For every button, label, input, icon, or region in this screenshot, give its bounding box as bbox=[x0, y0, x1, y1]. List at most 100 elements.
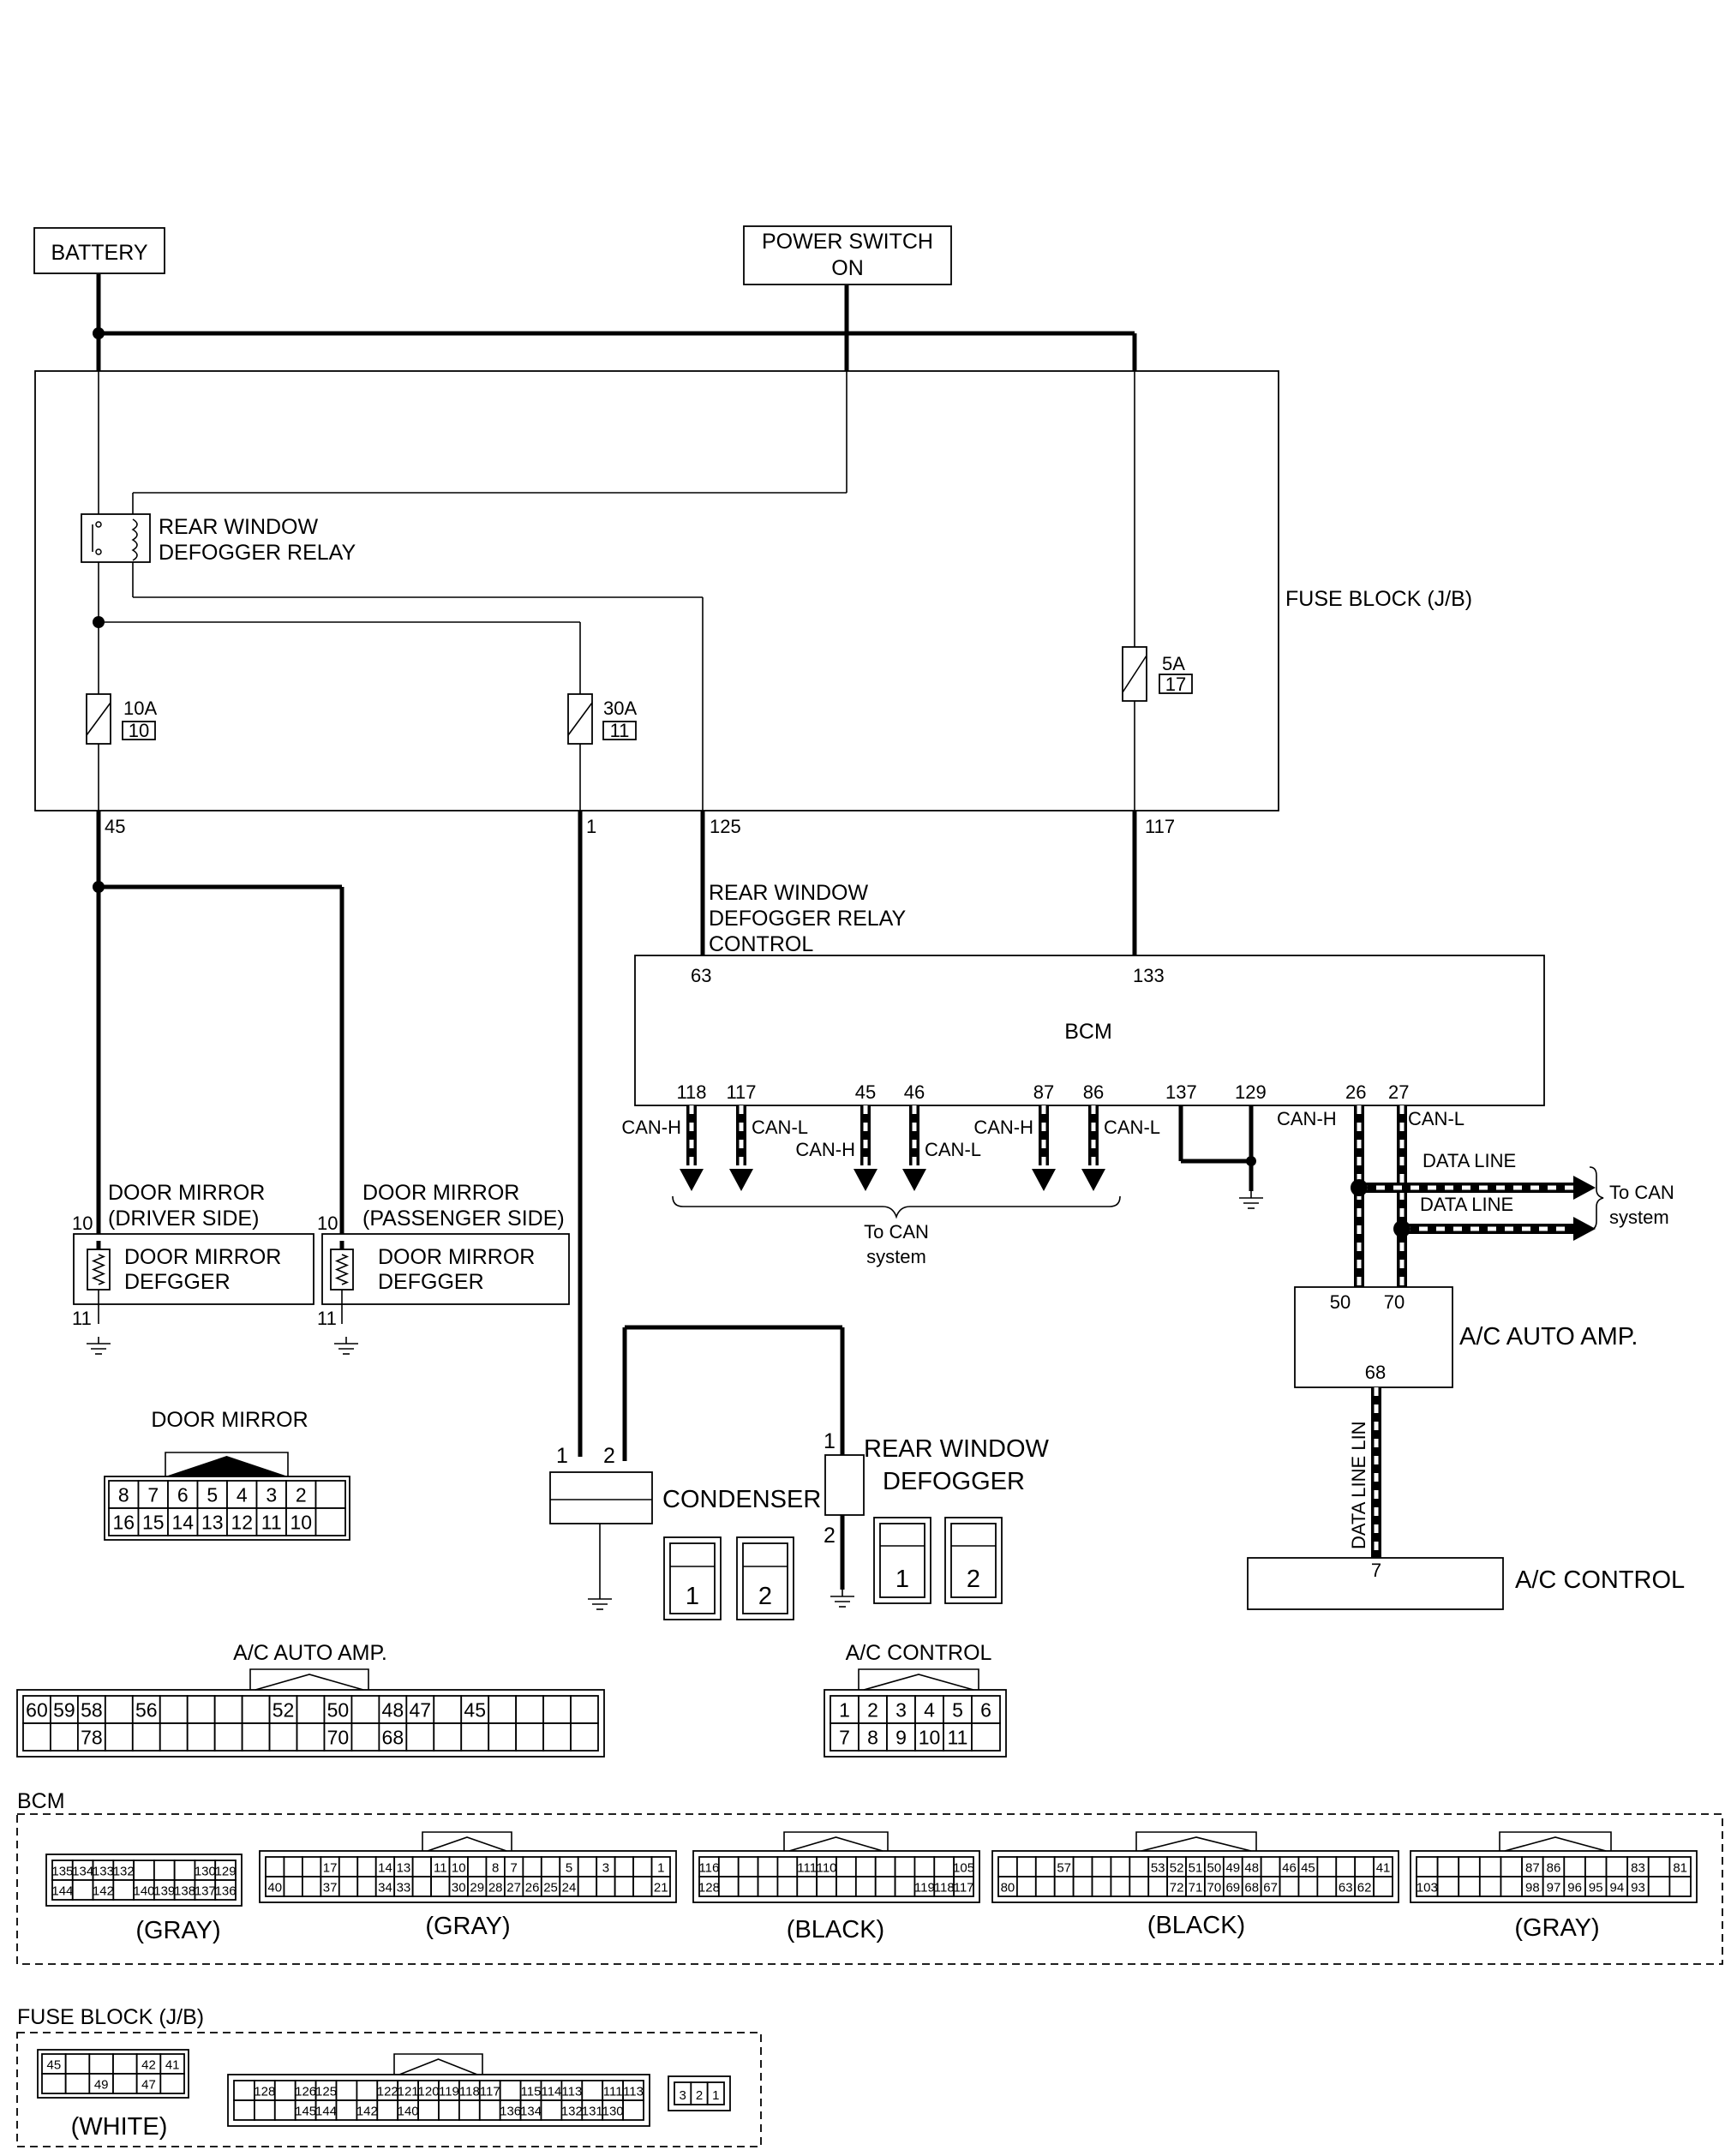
connector-pin: 3 bbox=[679, 2088, 686, 2103]
fuse-5a bbox=[1122, 646, 1147, 702]
connector-pin: 5 bbox=[952, 1698, 963, 1721]
dm-driver-body-2: DEFGGER bbox=[124, 1270, 231, 1294]
fuse-block-internal-wiring bbox=[93, 371, 1135, 811]
connector-pin: 3 bbox=[266, 1483, 277, 1506]
connector-pin: 120 bbox=[418, 2084, 440, 2099]
ground-icon bbox=[1239, 1191, 1263, 1209]
connector-pin: 47 bbox=[410, 1698, 432, 1721]
connector-pin: 81 bbox=[1673, 1860, 1687, 1875]
connector-pin: 11 bbox=[434, 1860, 447, 1875]
bcm-can-pin-number: 87 bbox=[1033, 1081, 1054, 1103]
conn-ac-control-title: A/C CONTROL bbox=[846, 1641, 992, 1665]
bcm-can-pin-label: CAN-L bbox=[925, 1139, 981, 1160]
connector-pin: 72 bbox=[1170, 1880, 1184, 1895]
power-switch-box bbox=[743, 225, 952, 285]
connector-pin: 15 bbox=[142, 1511, 165, 1533]
bcm-can-pin-number: 86 bbox=[1083, 1081, 1104, 1103]
bcm-can-pin-label: CAN-L bbox=[752, 1117, 808, 1138]
connector-pin: 126 bbox=[295, 2084, 316, 2099]
connector-pin: 67 bbox=[1263, 1880, 1278, 1895]
fuse-block-outline bbox=[34, 370, 1279, 811]
connector-pin: 8 bbox=[118, 1483, 129, 1506]
bcm-to-can-1: To CAN bbox=[864, 1221, 929, 1243]
connector-pin: 1 bbox=[712, 2088, 719, 2103]
connector-pin: 130 bbox=[602, 2104, 624, 2118]
connector-pin: 2 bbox=[296, 1483, 307, 1506]
connector-pin: 138 bbox=[174, 1884, 195, 1898]
ground-icon bbox=[87, 1337, 111, 1355]
ac-amp-pin-70: 70 bbox=[1384, 1291, 1405, 1313]
connector-pin: 52 bbox=[1170, 1860, 1184, 1875]
connector-pin: 122 bbox=[377, 2084, 398, 2099]
connector-pin: 41 bbox=[165, 2057, 180, 2072]
power-switch-label: POWER SWITCH bbox=[762, 230, 933, 254]
connector-pin: 118 bbox=[459, 2084, 480, 2099]
fuse-connector-panel bbox=[16, 2032, 762, 2147]
conn-fuse-title: FUSE BLOCK (J/B) bbox=[17, 2005, 204, 2029]
connector-pin: 137 bbox=[195, 1884, 216, 1898]
ac-auto-amp-label: A/C AUTO AMP. bbox=[1459, 1323, 1638, 1350]
bcm-connector-panel bbox=[16, 1813, 1723, 1965]
relay-control-2: DEFOGGER RELAY bbox=[709, 907, 906, 931]
connector-pin: 94 bbox=[1610, 1880, 1625, 1895]
bcm-to-can-2: system bbox=[866, 1246, 926, 1267]
connector-pin: 70 bbox=[327, 1726, 350, 1748]
battery-label: BATTERY bbox=[51, 241, 148, 265]
connector-pin: 113 bbox=[561, 2084, 582, 2099]
data-line-wires bbox=[1351, 1105, 1596, 1287]
bcm-can-pin-label: CAN-H bbox=[621, 1117, 681, 1138]
connector-pin: 132 bbox=[561, 2104, 583, 2118]
connector-pin: 13 bbox=[201, 1511, 224, 1533]
connector-pin: 7 bbox=[839, 1726, 850, 1748]
connector-pin: 48 bbox=[1244, 1860, 1259, 1875]
connector-pin: 11 bbox=[948, 1726, 968, 1748]
defogger-label-2: DEFOGGER bbox=[883, 1468, 1025, 1495]
connector-pin: 9 bbox=[895, 1726, 907, 1748]
condenser-wires bbox=[622, 1325, 845, 1461]
data-line-lin-label: DATA LINE LIN bbox=[1348, 1421, 1369, 1549]
bcm-can-pin-number: 45 bbox=[855, 1081, 876, 1103]
connector-pin: 48 bbox=[382, 1698, 404, 1721]
connector-pin: 1 bbox=[895, 1566, 909, 1593]
connector-pin: 59 bbox=[53, 1698, 75, 1721]
connector-pin: 24 bbox=[562, 1880, 577, 1895]
bcm-pin-129: 129 bbox=[1235, 1081, 1267, 1103]
connector-pin: 78 bbox=[81, 1726, 103, 1748]
connector-pin: 51 bbox=[1189, 1860, 1203, 1875]
connector-pin: 116 bbox=[698, 1860, 719, 1875]
connector-pin: 1 bbox=[839, 1698, 850, 1721]
connector-pin: 62 bbox=[1357, 1880, 1372, 1895]
conn-door-mirror-title: DOOR MIRROR bbox=[151, 1408, 308, 1432]
fuse-30a-number-box bbox=[602, 721, 637, 740]
connector-pin: 63 bbox=[1339, 1880, 1353, 1895]
connector-pin: 111 bbox=[797, 1860, 817, 1875]
connector-pin: 117 bbox=[480, 2084, 500, 2099]
bcm-can-brace bbox=[672, 1195, 1121, 1219]
condenser-label: CONDENSER bbox=[662, 1486, 821, 1513]
conn-bcm-color-2: (GRAY) bbox=[425, 1913, 510, 1940]
connector-pin: 16 bbox=[112, 1511, 135, 1533]
bcm-can-pin-label: CAN-H bbox=[973, 1117, 1033, 1138]
fuse-pin-125: 125 bbox=[710, 816, 741, 837]
ground-symbols bbox=[87, 1337, 854, 1610]
connector-pin: 10 bbox=[919, 1726, 941, 1748]
connector-pin: 140 bbox=[398, 2104, 419, 2118]
data-line-brace bbox=[1589, 1166, 1604, 1231]
connector-pin: 133 bbox=[93, 1864, 114, 1878]
bcm-can-pin-number: 117 bbox=[726, 1081, 756, 1103]
conn-bcm-color-5: (GRAY) bbox=[1514, 1914, 1599, 1942]
dm-passenger-title-2: (PASSENGER SIDE) bbox=[362, 1207, 565, 1231]
connector-pin: 37 bbox=[323, 1880, 338, 1895]
dm-passenger-title-1: DOOR MIRROR bbox=[362, 1181, 519, 1205]
connector-pin: 87 bbox=[1525, 1860, 1540, 1875]
output-wires bbox=[93, 811, 1137, 1457]
fuse-pin-1: 1 bbox=[586, 816, 596, 837]
connector-pin: 25 bbox=[543, 1880, 558, 1895]
connector-pin: 130 bbox=[195, 1864, 216, 1878]
